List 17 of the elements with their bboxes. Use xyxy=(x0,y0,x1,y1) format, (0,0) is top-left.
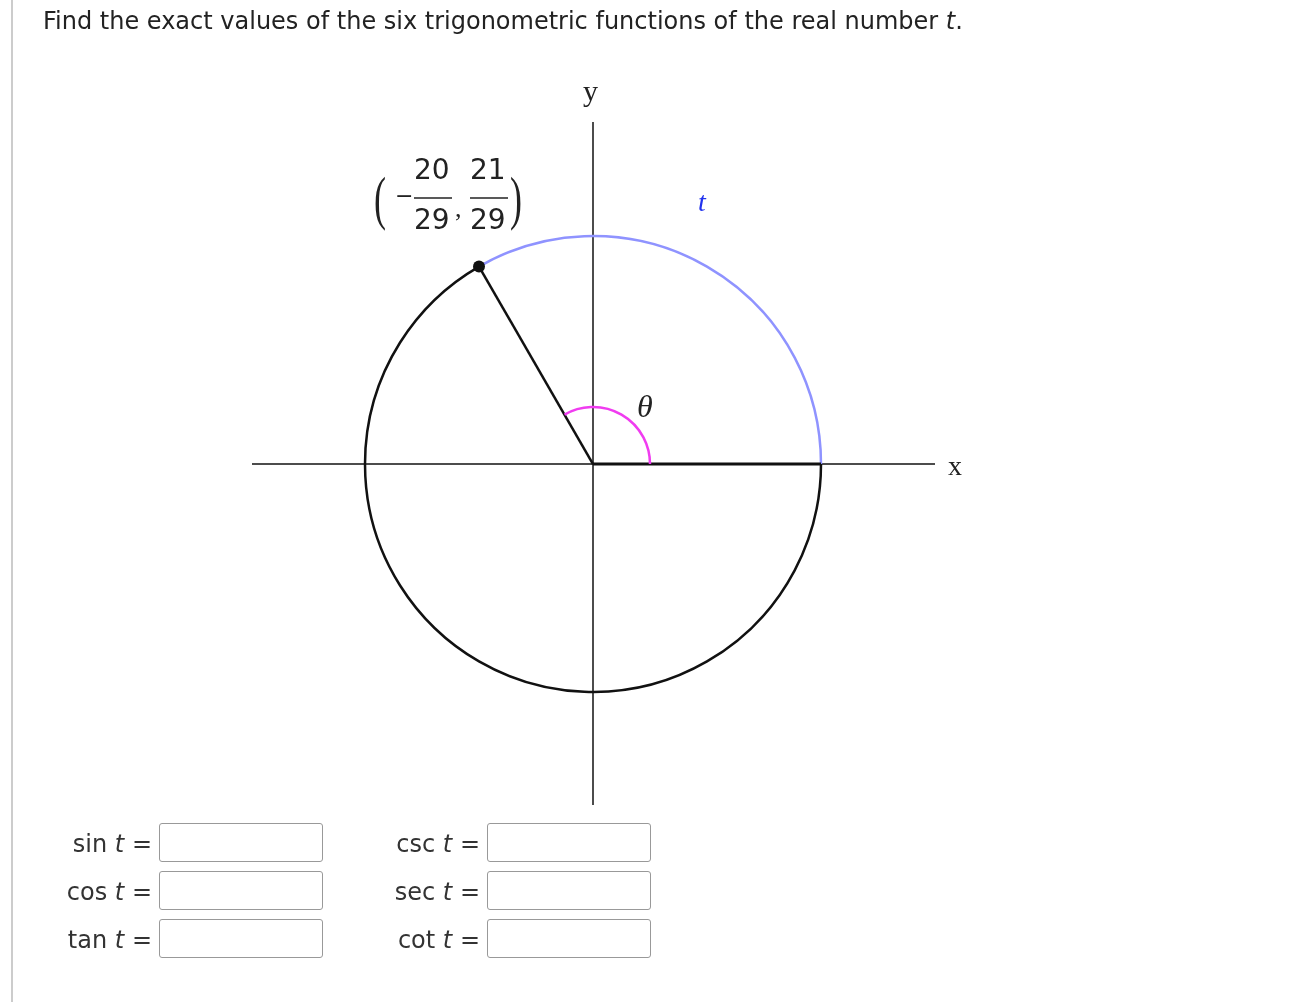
numerator: 21 xyxy=(470,156,506,184)
angle-label: θ xyxy=(637,390,653,422)
denominator: 29 xyxy=(414,206,450,234)
function-label: tan t = xyxy=(67,928,152,952)
question-text: Find the exact values of the six trigonometric functions of the real number t. xyxy=(43,7,963,35)
axis-label: x xyxy=(948,452,962,480)
function-label: sec t = xyxy=(394,880,480,904)
minus-sign: − xyxy=(395,185,414,207)
function-label: sin t = xyxy=(72,832,152,856)
denominator: 29 xyxy=(470,206,506,234)
function-label: cos t = xyxy=(66,880,152,904)
comma: , xyxy=(455,196,462,222)
function-label: csc t = xyxy=(396,832,480,856)
numerator: 20 xyxy=(414,156,450,184)
arc-label: t xyxy=(698,188,706,216)
axis-label: y xyxy=(583,76,598,106)
function-label: cot t = xyxy=(397,928,480,952)
